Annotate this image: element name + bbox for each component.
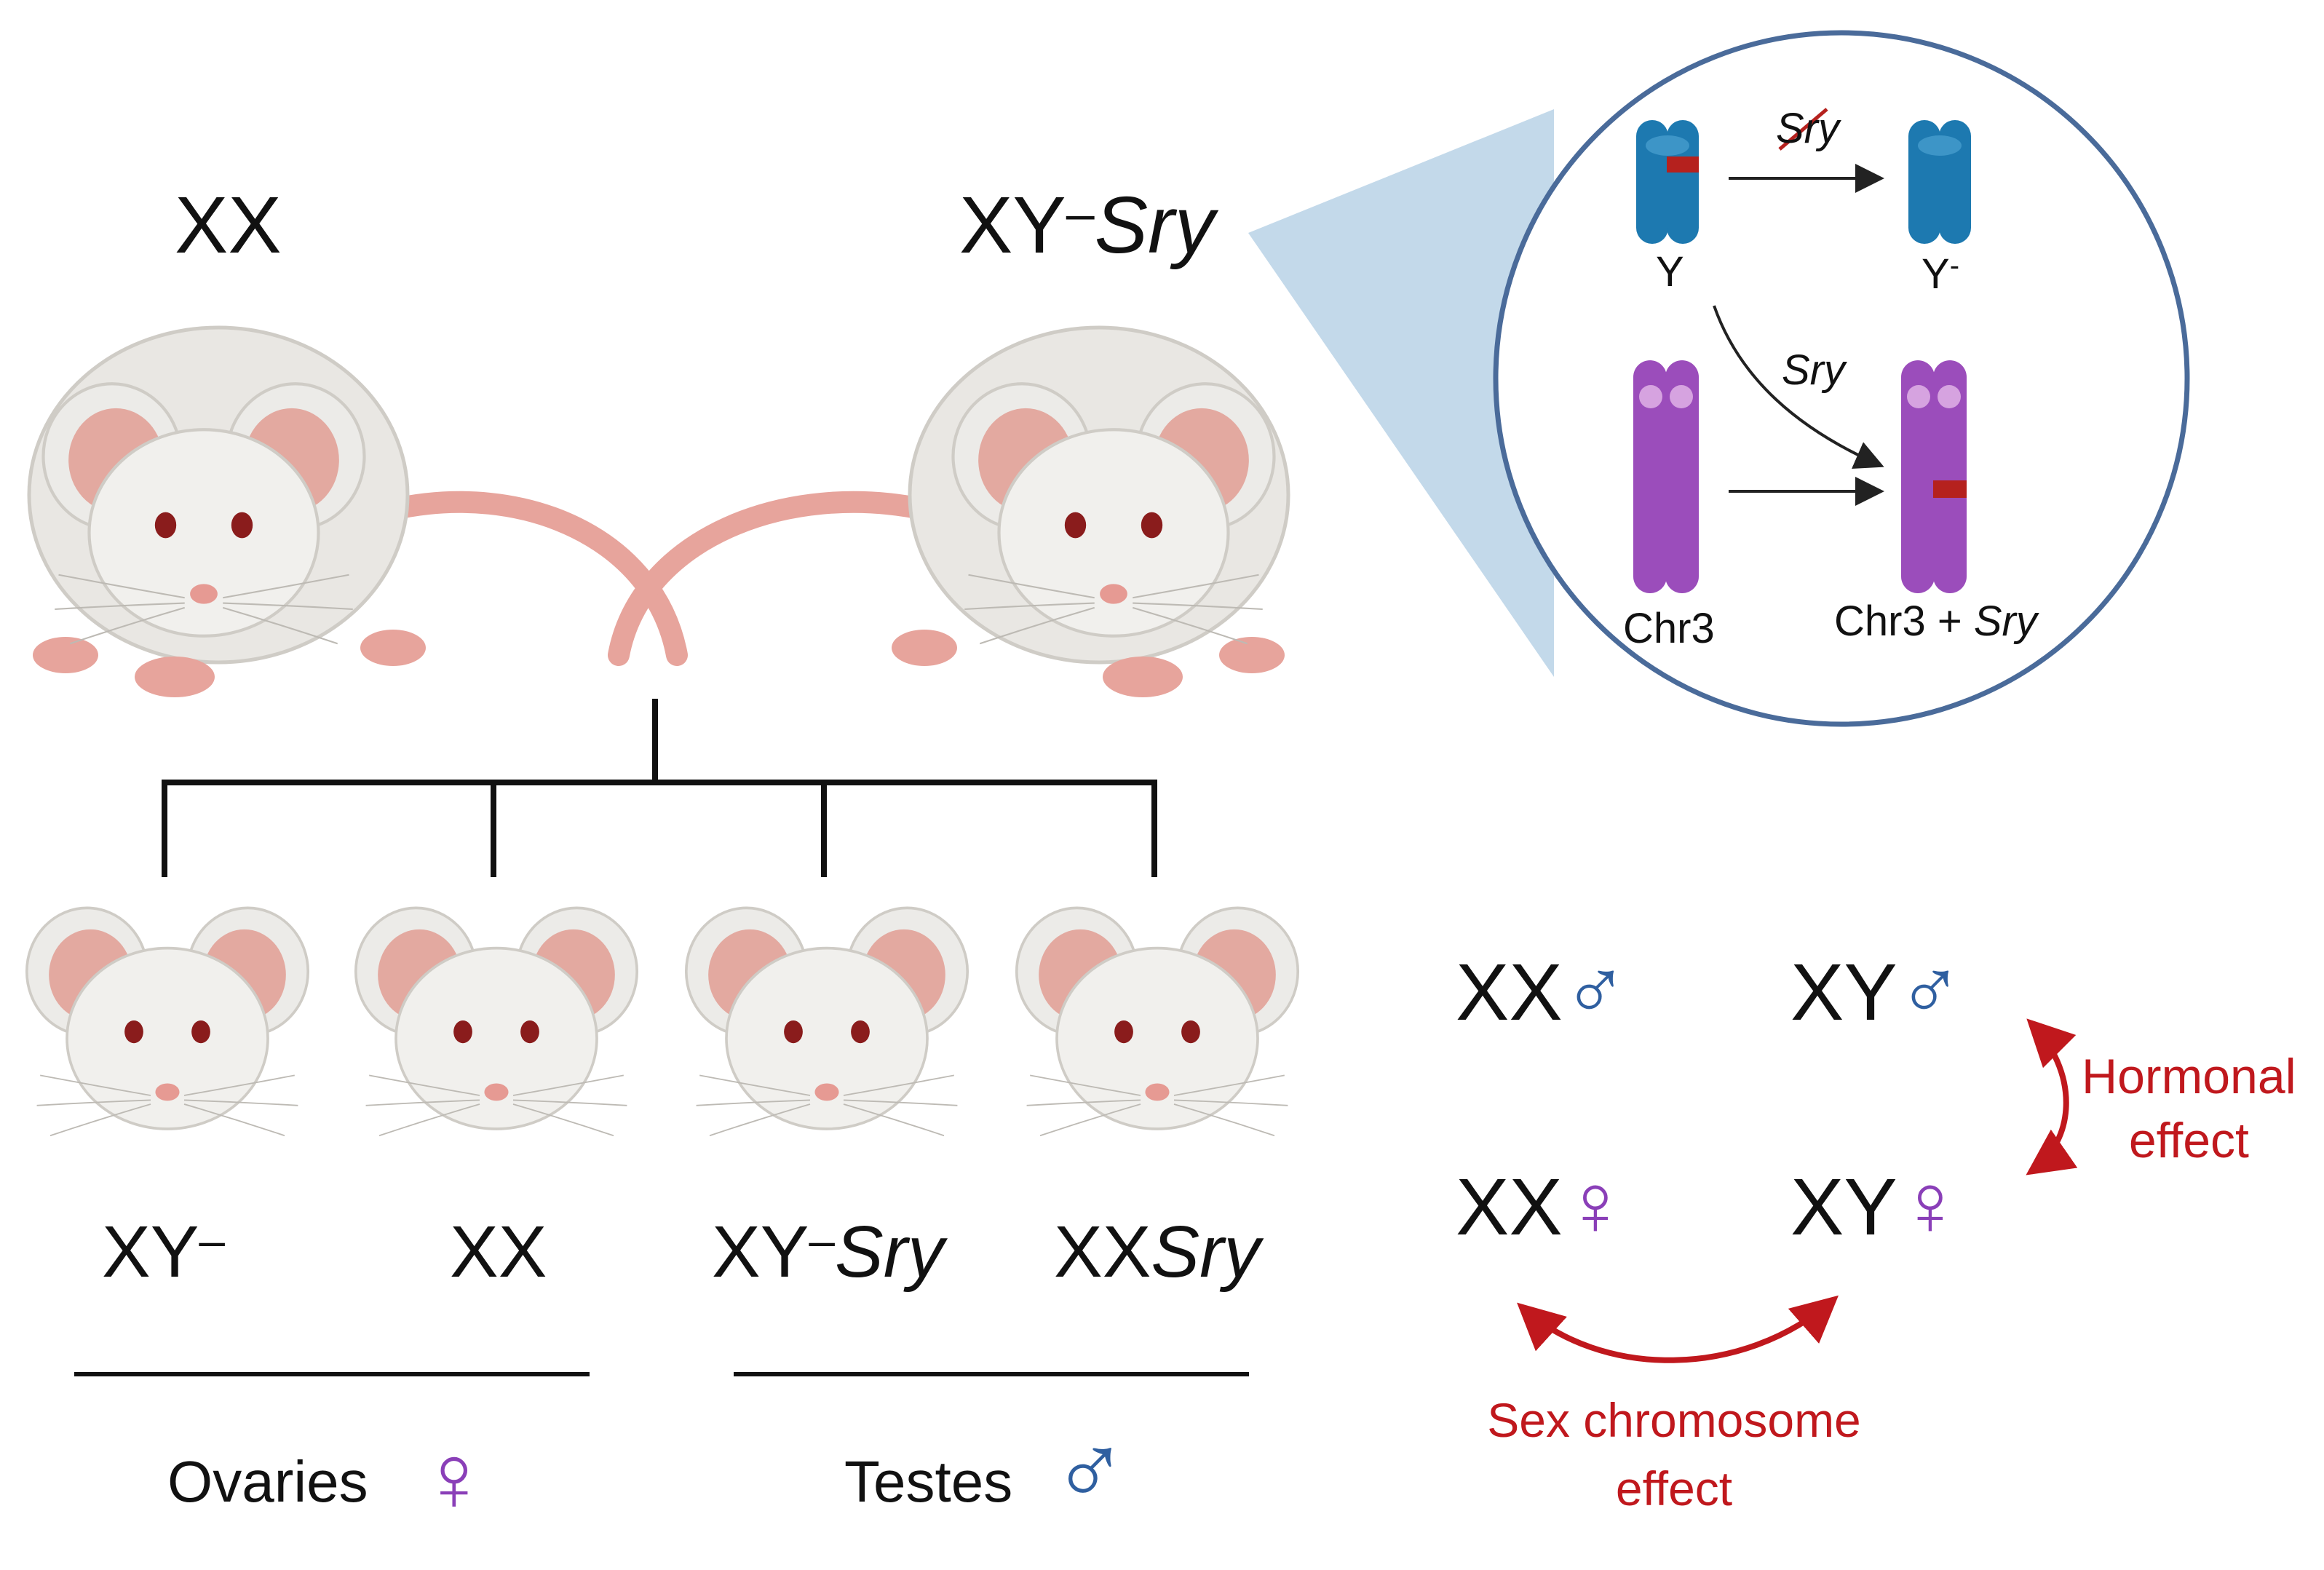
hormonal-line-1: Hormonal — [2082, 1049, 2296, 1104]
sex-chromosome-effect-label: Sex chromosome effect — [1470, 1387, 1878, 1523]
offspring-mouse-2 — [354, 906, 639, 1138]
inserted-sry-label: Sry — [1782, 346, 1845, 394]
hormonal-effect-arrow — [2026, 1018, 2078, 1175]
offspring-mouse-3 — [684, 906, 969, 1138]
chr3-sry-label: Chr3 + Sry — [1834, 600, 2037, 643]
genotype-sup: – — [1066, 185, 1095, 242]
ovaries-label: Ovaries — [167, 1449, 368, 1514]
matrix-xx-female-genotype: XX — [1456, 1162, 1563, 1252]
hormonal-effect-label: Hormonal effect — [2082, 1044, 2296, 1173]
deleted-sry-label: Sry — [1776, 105, 1839, 152]
offspring-4-gene: Sry — [1151, 1211, 1261, 1293]
matrix-xy-male: XY♂ — [1790, 946, 1963, 1034]
matrix-xy-female-genotype: XY — [1790, 1162, 1897, 1252]
matrix-xy-female: XY♀ — [1790, 1161, 1963, 1248]
offspring-3-genotype: XY–Sry — [712, 1216, 944, 1288]
chromosome-3-sry — [1901, 360, 1967, 593]
parent-left-genotype: XX — [175, 181, 282, 270]
offspring-3-sup: – — [809, 1214, 835, 1266]
chromosome-y — [1636, 120, 1699, 244]
male-symbol-icon: ♂ — [1897, 941, 1963, 1039]
matrix-xx-male-genotype: XX — [1456, 948, 1563, 1037]
chr-y-label: Y — [1656, 248, 1684, 296]
genotype-main: XY — [959, 181, 1066, 270]
parent-mouse-left — [27, 325, 426, 697]
offspring-1-sup: – — [199, 1214, 225, 1266]
left-mouse-tail — [382, 491, 688, 666]
chromosome-y-minus — [1908, 120, 1971, 244]
female-symbol-icon: ♀ — [1562, 1156, 1628, 1253]
offspring-2-main: XX — [450, 1211, 547, 1293]
pedigree-lines — [162, 699, 1157, 877]
y-minus-sup: - — [1949, 250, 1960, 282]
male-symbol-icon: ♂ — [1562, 941, 1628, 1039]
offspring-2-genotype: XX — [450, 1216, 547, 1288]
female-symbol-icon: ♀ — [1897, 1156, 1963, 1253]
chr3-sry-gene: Sry — [1973, 598, 2037, 645]
matrix-xx-female: XX♀ — [1456, 1161, 1628, 1248]
female-symbol-icon: ♀ — [419, 1424, 490, 1531]
matrix-xy-male-genotype: XY — [1790, 948, 1897, 1037]
y-minus-main: Y — [1922, 250, 1950, 298]
offspring-mouse-4 — [1015, 906, 1300, 1138]
parent-mouse-right — [892, 325, 1290, 697]
sex-chromosome-effect-arrow — [1517, 1295, 1839, 1363]
genotype-gene: Sry — [1094, 181, 1215, 270]
chr3-label: Chr3 — [1623, 605, 1715, 652]
offspring-3-main: XY — [712, 1211, 809, 1293]
testes-label: Testes — [844, 1449, 1013, 1514]
deletion-strike — [1778, 108, 1828, 151]
sexchrom-line-2: effect — [1615, 1461, 1733, 1515]
hormonal-line-2: effect — [2128, 1113, 2249, 1169]
offspring-1-main: XY — [102, 1211, 199, 1293]
offspring-4-genotype: XXSry — [1054, 1216, 1260, 1288]
right-mouse-tail — [608, 491, 935, 666]
matrix-xx-male: XX♂ — [1456, 946, 1628, 1034]
parent-right-genotype: XY–Sry — [959, 186, 1215, 266]
sexchrom-line-1: Sex chromosome — [1487, 1393, 1861, 1447]
offspring-1-genotype: XY– — [102, 1216, 225, 1288]
chr3-sry-main: Chr3 + — [1834, 598, 1974, 645]
insertion-arrow — [1713, 305, 1884, 469]
inset-zoom-wedge — [1248, 109, 1554, 677]
offspring-3-gene: Sry — [835, 1211, 944, 1293]
offspring-mouse-1 — [25, 906, 310, 1138]
offspring-4-main: XX — [1054, 1211, 1151, 1293]
male-symbol-icon: ♂ — [1052, 1413, 1128, 1527]
chromosome-3 — [1633, 360, 1699, 593]
chr-y-minus-label: Y- — [1922, 251, 1959, 296]
